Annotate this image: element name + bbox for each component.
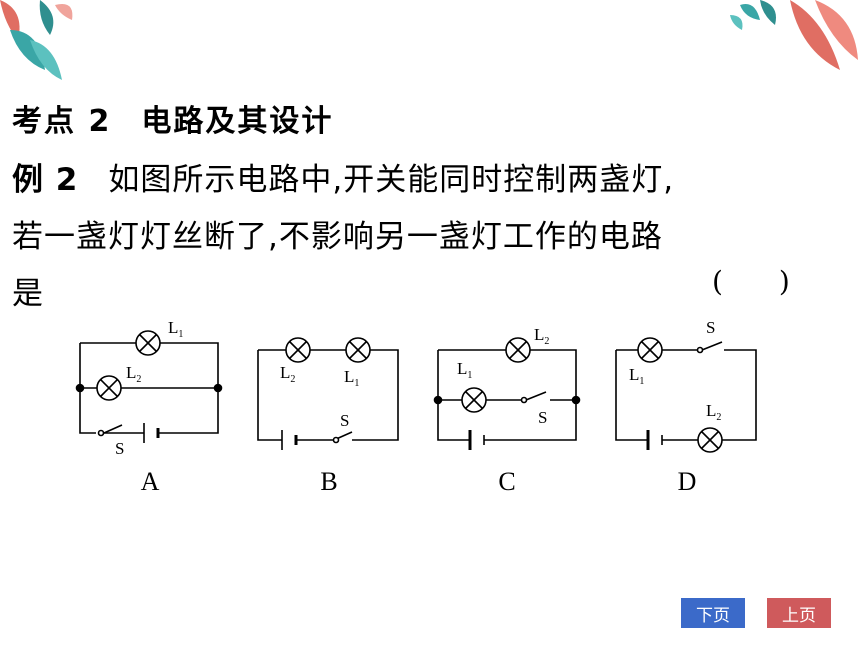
label-d-l2: L2 [706,401,721,423]
problem-text: 例 2 如图所示电路中,开关能同时控制两盏灯, 若一盏灯灯丝断了,不影响另一盏灯工… [12,152,842,323]
circuit-diagrams: L1 L2 S L2 L1 S L2 L1 S L1 S L2 A B C D [75,318,757,496]
next-page-button[interactable]: 下页 [681,598,745,628]
caption-a: A [141,467,160,496]
circuit-b [257,337,399,450]
label-a-l1: L1 [168,318,183,340]
section-heading: 考点 2 电路及其设计 [12,96,333,140]
problem-line-2: 若一盏灯灯丝断了,不影响另一盏灯工作的电路 [12,219,663,255]
caption-b: B [320,467,337,496]
label-b-l1: L1 [344,367,359,389]
label-d-l1: L1 [629,365,644,387]
label-a-l2: L2 [126,363,141,385]
heading-label: 考点 2 [12,104,112,139]
label-a-s: S [115,439,124,458]
leaf-decoration-top-left [0,0,73,80]
label-c-l1: L1 [457,359,472,381]
previous-page-button[interactable]: 上页 [767,598,831,628]
circuit-a [75,330,223,443]
leaf-decoration-top-right [730,0,858,70]
caption-c: C [498,467,515,496]
problem-line-3: 是 [12,276,44,312]
problem-label: 例 2 [12,162,79,198]
circuit-d [615,337,757,453]
label-b-l2: L2 [280,363,295,385]
label-b-s: S [340,411,349,430]
label-d-s: S [706,318,715,337]
label-c-l2: L2 [534,325,549,347]
caption-d: D [678,467,697,496]
label-c-s: S [538,408,547,427]
problem-line-1: 如图所示电路中,开关能同时控制两盏灯, [108,162,675,198]
circuit-c [433,337,581,450]
heading-title: 电路及其设计 [141,104,334,139]
answer-blank: ( ) [712,265,790,298]
